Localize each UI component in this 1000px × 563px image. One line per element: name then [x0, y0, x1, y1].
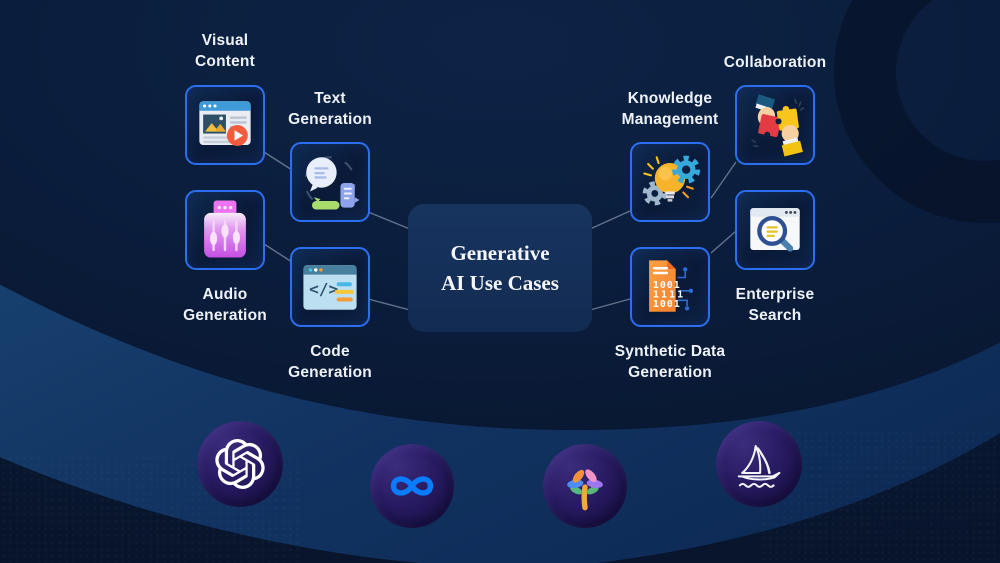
- binary-row-2: 1111: [653, 289, 685, 300]
- tile-synthetic-data: 1001 1111 1001: [630, 247, 710, 327]
- label-collaboration: Collaboration: [690, 52, 860, 73]
- audio-mixer-icon: [204, 200, 246, 258]
- binary-document-icon: 1001 1111 1001: [649, 260, 694, 312]
- search-document-icon: [750, 208, 800, 252]
- code-browser-icon: </>: [303, 265, 357, 310]
- connector-code-center: [367, 298, 411, 311]
- tile-knowledge-management: [630, 142, 710, 222]
- label-line: Search: [748, 307, 802, 324]
- label-line: Generation: [183, 307, 267, 324]
- corner-ring-decoration: [834, 0, 1000, 223]
- label-line: Text: [314, 90, 346, 107]
- connector-center-knowledge: [589, 210, 631, 230]
- connector-synthetic-enterprise: [710, 230, 737, 254]
- label-line: Knowledge: [627, 90, 713, 107]
- binary-row-1: 1001: [653, 280, 681, 291]
- label-visual-content: Visual Content: [140, 30, 310, 72]
- logo-palm: [543, 444, 627, 528]
- center-title-line1: Generative: [450, 241, 550, 265]
- webpage-media-icon: [199, 101, 251, 146]
- label-line: Management: [621, 111, 719, 128]
- puzzle-hands-icon: [751, 94, 805, 157]
- connector-audio-code: [263, 243, 293, 263]
- logo-meta: [370, 444, 454, 528]
- label-line: Enterprise: [735, 286, 815, 303]
- label-line: Content: [195, 53, 255, 70]
- logo-openai: [197, 421, 283, 507]
- label-knowledge-management: Knowledge Management: [585, 88, 755, 130]
- label-code-generation: Code Generation: [245, 341, 415, 383]
- tile-audio-generation: [185, 190, 265, 270]
- label-line: Code: [310, 343, 350, 360]
- chat-conversation-icon: [304, 156, 360, 210]
- watermark: LeewayHertz: [874, 514, 972, 533]
- tile-text-generation: [290, 142, 370, 222]
- connector-text-center: [367, 211, 411, 230]
- label-enterprise-search: Enterprise Search: [690, 284, 860, 326]
- label-line: Generation: [288, 111, 372, 128]
- tile-code-generation: </>: [290, 247, 370, 327]
- logo-midjourney: [716, 421, 802, 507]
- connector-center-synthetic: [589, 298, 631, 311]
- binary-row-3: 1001: [653, 299, 681, 310]
- code-glyph: </>: [309, 280, 338, 299]
- connector-visual-text: [263, 151, 293, 171]
- tile-enterprise-search: [735, 190, 815, 270]
- label-line: Visual: [201, 32, 249, 49]
- openai-logo: [215, 439, 265, 489]
- label-line: Generation: [628, 364, 712, 381]
- center-title-line2: AI Use Cases: [441, 271, 559, 295]
- tile-collaboration: [735, 85, 815, 165]
- meta-logo: [390, 476, 434, 496]
- label-line: Collaboration: [723, 54, 827, 71]
- connector-knowledge-collab: [710, 161, 737, 199]
- label-synthetic-data-generation: Synthetic Data Generation: [585, 341, 755, 383]
- label-text-generation: Text Generation: [245, 88, 415, 130]
- lightbulb-gears-icon: [642, 155, 701, 206]
- label-line: Audio: [202, 286, 248, 303]
- label-audio-generation: Audio Generation: [140, 284, 310, 326]
- tile-visual-content: [185, 85, 265, 165]
- palm-logo: [567, 469, 603, 511]
- center-title-box: Generative AI Use Cases: [408, 204, 592, 332]
- midjourney-logo: [737, 444, 781, 488]
- label-line: Synthetic Data: [614, 343, 726, 360]
- label-line: Generation: [288, 364, 372, 381]
